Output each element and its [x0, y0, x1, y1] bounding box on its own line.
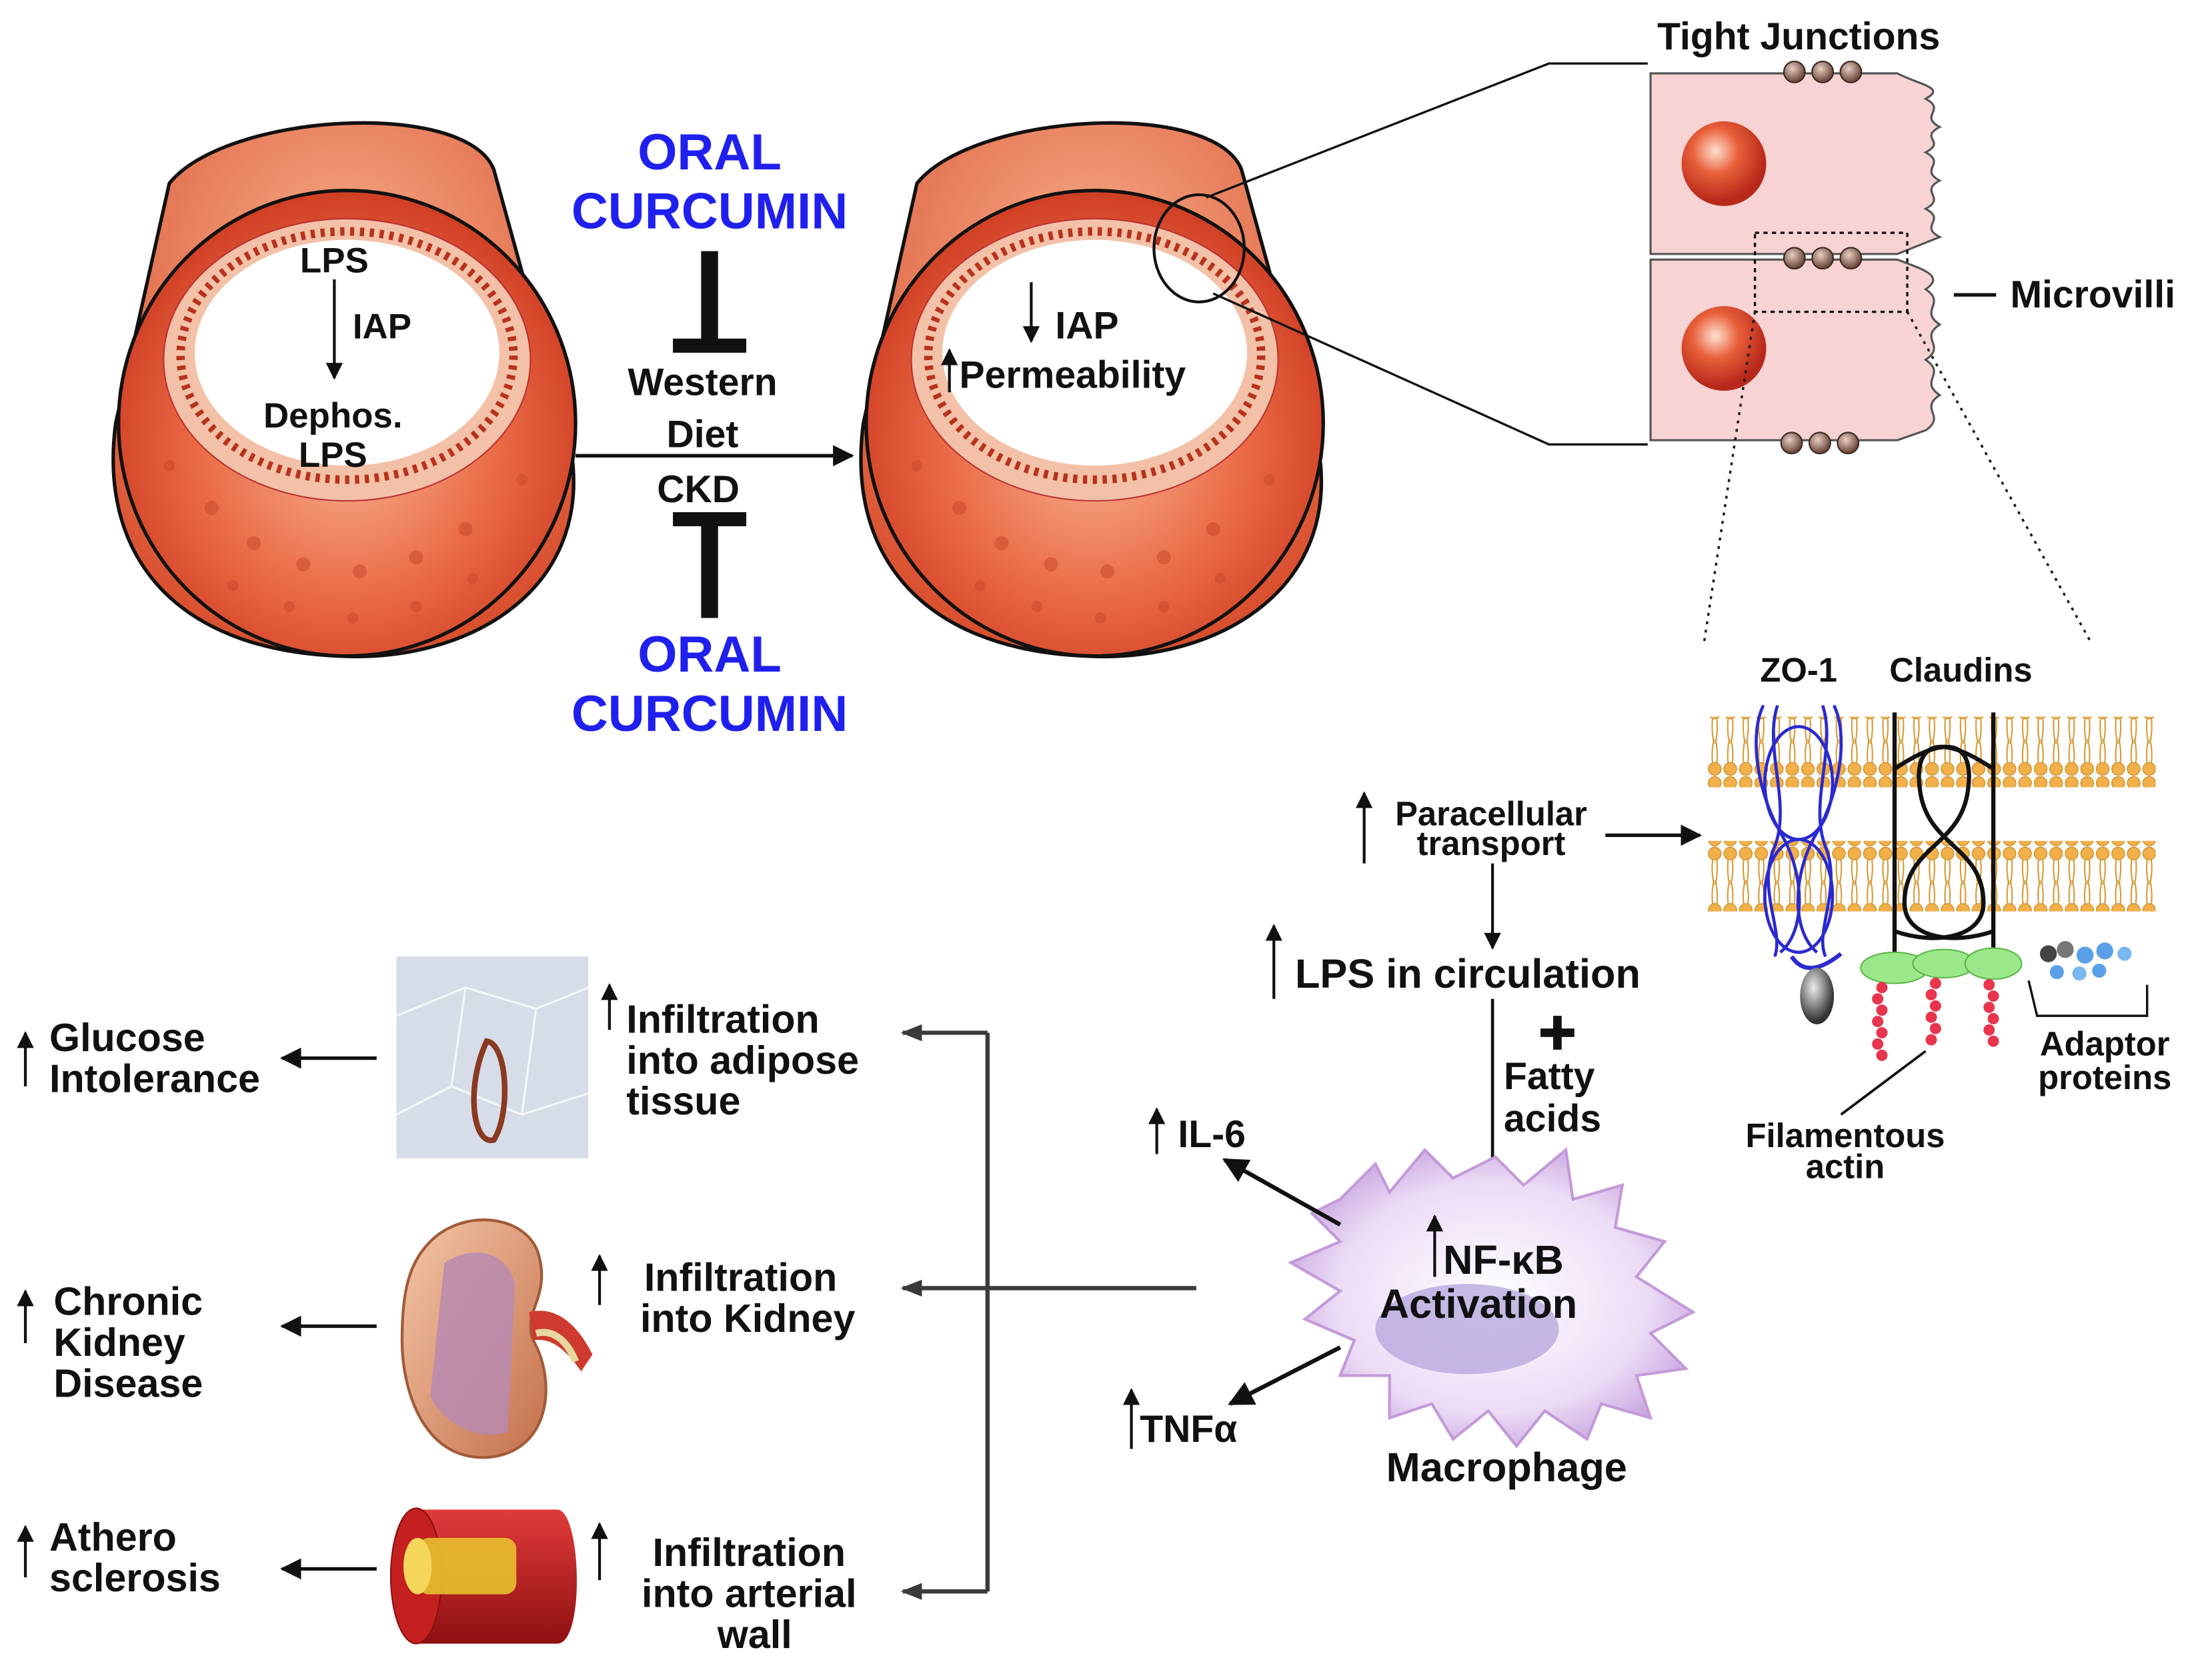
epithelial-cells: [1649, 60, 1943, 455]
label-tight-junctions: Tight Junctions: [1657, 15, 1940, 58]
label-ckd-1: Chronic: [53, 1279, 203, 1324]
label-inf-arterial-2: into arterial: [642, 1571, 857, 1615]
label-dephos-lps: LPS: [299, 436, 367, 475]
label-acids: acids: [1504, 1098, 1601, 1140]
label-inf-arterial-3: wall: [717, 1612, 792, 1657]
inhibit-bar-top: [673, 251, 747, 353]
label-iap-right: IAP: [1055, 305, 1118, 347]
label-paracellular: Paracellular: [1395, 795, 1587, 833]
label-oral-bottom: ORAL: [638, 626, 782, 683]
branch-connector: [900, 1024, 1196, 1600]
macrophage-cell: [1287, 1147, 1696, 1449]
nucleus-top: [1681, 121, 1767, 206]
label-claudins: Claudins: [1889, 651, 2032, 689]
claudin-proteins: [1892, 712, 1996, 960]
inhibit-bar-bottom: [673, 512, 747, 618]
label-adaptor: Adaptor: [2040, 1024, 2170, 1062]
label-western: Western: [628, 361, 777, 403]
label-inf-arterial-1: Infiltration: [653, 1530, 846, 1575]
actin-pointer: [1840, 1050, 1927, 1116]
label-glucose-1: Glucose: [49, 1015, 205, 1060]
artery-image: [389, 1507, 577, 1645]
label-activation: Activation: [1380, 1281, 1577, 1327]
label-transport: transport: [1417, 824, 1566, 862]
label-fatty: Fatty: [1504, 1055, 1595, 1098]
intestine-left: [111, 121, 578, 659]
label-lps: LPS: [300, 241, 369, 280]
label-curcumin-bottom: CURCUMIN: [572, 686, 848, 742]
kidney-image: [400, 1218, 593, 1459]
label-filamentous: Filamentous: [1745, 1116, 1945, 1154]
label-inf-kidney-1: Infiltration: [644, 1255, 837, 1300]
label-athero-1: Athero: [49, 1515, 177, 1559]
small-adaptor-beads: [2039, 941, 2132, 981]
tight-junction-beads: [1780, 60, 1863, 455]
label-inf-adipose-3: tissue: [626, 1078, 740, 1123]
plus-sign: [1540, 1016, 1574, 1050]
label-tnf: TNFα: [1140, 1408, 1237, 1451]
label-microvilli: Microvilli: [2010, 273, 2175, 316]
label-curcumin-top: CURCUMIN: [572, 183, 848, 240]
label-zo1: ZO-1: [1760, 651, 1837, 689]
adaptor-bracket: [2027, 980, 2149, 1017]
label-proteins: proteins: [2038, 1058, 2171, 1096]
label-ckd-2: Kidney: [53, 1320, 185, 1365]
label-permeability: Permeability: [959, 354, 1186, 397]
label-ckd: CKD: [657, 468, 740, 511]
zoom-lines: [1206, 62, 1648, 446]
label-athero-2: sclerosis: [49, 1555, 221, 1600]
label-il6: IL-6: [1178, 1113, 1246, 1156]
grey-adaptor: [1800, 968, 1835, 1024]
actin-filaments: [1872, 978, 1999, 1061]
nucleus-bottom: [1681, 306, 1767, 391]
label-lps-circulation: LPS in circulation: [1295, 950, 1640, 996]
green-adaptors: [1860, 947, 2023, 984]
zoom-circle: [1152, 193, 1246, 303]
label-inf-adipose-1: Infiltration: [626, 997, 819, 1042]
label-ckd-3: Disease: [53, 1361, 203, 1405]
label-inf-kidney-2: into Kidney: [640, 1296, 855, 1341]
zo1-protein: [1755, 704, 1843, 970]
membrane-bilayer: [1707, 716, 2156, 912]
macrophage-to-tnf-arrow: [1228, 1345, 1342, 1406]
zoom-box: [1753, 231, 1909, 313]
label-nfkb: NF-κB: [1443, 1236, 1564, 1283]
label-oral-top: ORAL: [638, 124, 782, 181]
label-iap-left: IAP: [353, 307, 411, 347]
zoom-dot-right: [1906, 311, 2092, 643]
label-macrophage: Macrophage: [1386, 1444, 1627, 1490]
label-glucose-2: Intolerance: [49, 1056, 260, 1100]
intestine-right: [859, 121, 1325, 659]
label-inf-adipose-2: into adipose: [626, 1038, 859, 1082]
adipose-image: [395, 956, 589, 1158]
label-dephos: Dephos.: [263, 396, 403, 436]
label-diet: Diet: [667, 413, 739, 456]
label-actin: actin: [1806, 1147, 1885, 1185]
macrophage-nucleus: [1375, 1284, 1559, 1375]
macrophage-to-il6-arrow: [1222, 1158, 1342, 1226]
